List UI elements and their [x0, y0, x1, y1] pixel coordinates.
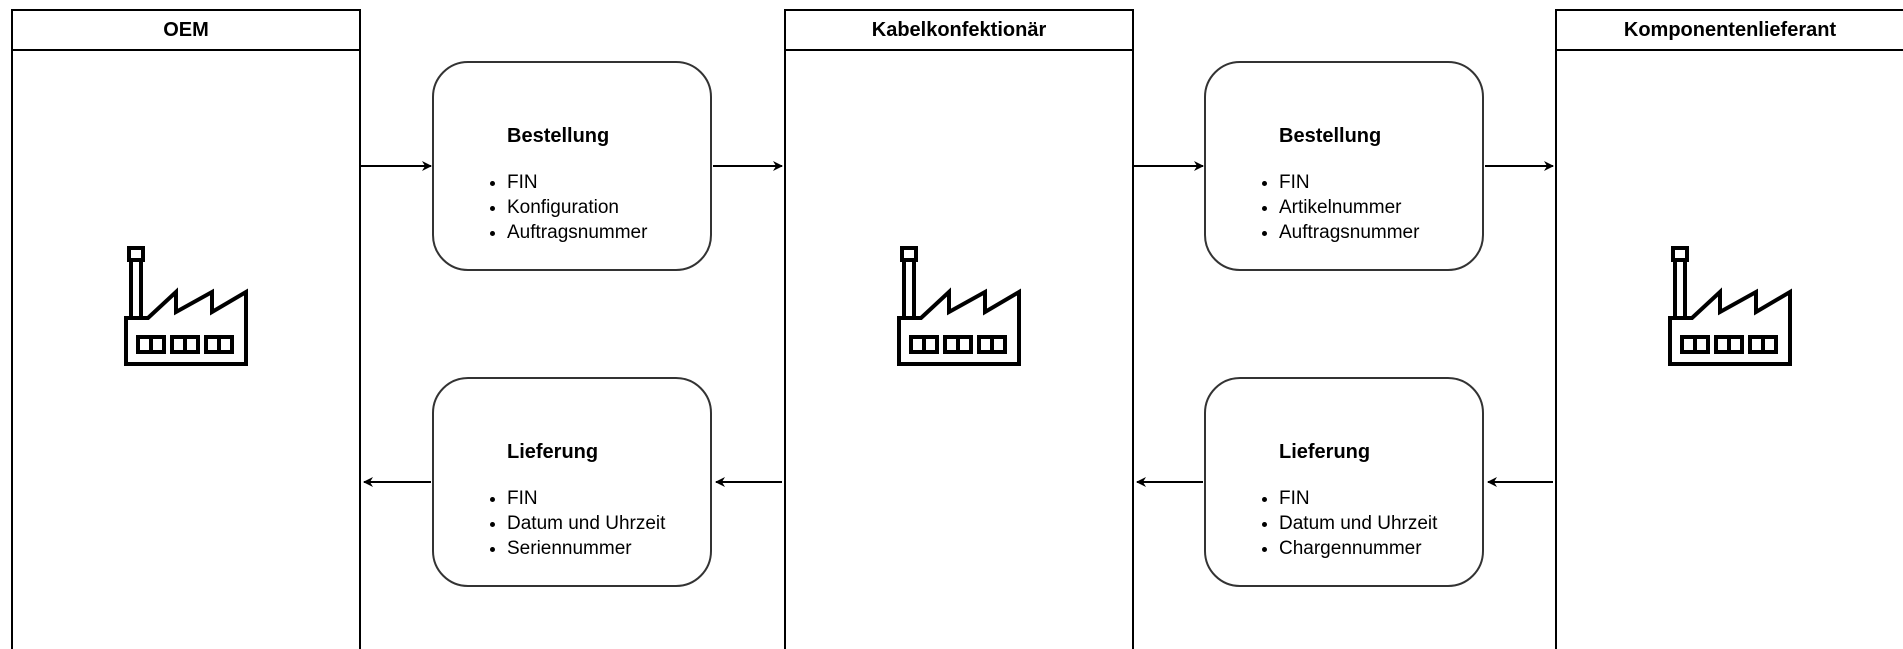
lane-kabelkonfektionaer: Kabelkonfektionär [784, 9, 1134, 649]
lane-header-komponentenlieferant: Komponentenlieferant [1557, 11, 1903, 51]
order-box-oem-kabel: Bestellung FIN Konfiguration Auftragsnum… [432, 61, 712, 271]
list-item: Auftragsnummer [507, 220, 647, 245]
box-title: Lieferung [507, 441, 599, 463]
order-box-kabel-komp: Bestellung FIN Artikelnummer Auftragsnum… [1204, 61, 1484, 271]
list-item: Datum und Uhrzeit [507, 511, 665, 536]
delivery-box-kabel-oem: Lieferung FIN Datum und Uhrzeit Seriennu… [432, 377, 712, 587]
box-title: Bestellung [1279, 125, 1382, 147]
box-title: Lieferung [1279, 441, 1371, 463]
lane-komponentenlieferant: Komponentenlieferant [1555, 9, 1903, 649]
list-item: FIN [1279, 486, 1437, 511]
list-item: Auftragsnummer [1279, 220, 1419, 245]
lane-header-kabelkonfektionaer: Kabelkonfektionär [786, 11, 1132, 51]
list-item: Konfiguration [507, 195, 647, 220]
list-item: Datum und Uhrzeit [1279, 511, 1437, 536]
list-item: FIN [1279, 170, 1419, 195]
lane-oem: OEM [11, 9, 361, 649]
bullet-list: FIN Konfiguration Auftragsnummer [482, 170, 647, 245]
list-item: Chargennummer [1279, 536, 1437, 561]
bullet-list: FIN Datum und Uhrzeit Seriennummer [482, 486, 665, 561]
list-item: Seriennummer [507, 536, 665, 561]
factory-icon [1668, 246, 1792, 375]
bullet-list: FIN Artikelnummer Auftragsnummer [1254, 170, 1419, 245]
factory-icon [897, 246, 1021, 375]
list-item: FIN [507, 170, 647, 195]
delivery-box-komp-kabel: Lieferung FIN Datum und Uhrzeit Chargenn… [1204, 377, 1484, 587]
bullet-list: FIN Datum und Uhrzeit Chargennummer [1254, 486, 1437, 561]
list-item: FIN [507, 486, 665, 511]
box-title: Bestellung [507, 125, 610, 147]
lane-header-oem: OEM [13, 11, 359, 51]
factory-icon [124, 246, 248, 375]
list-item: Artikelnummer [1279, 195, 1419, 220]
